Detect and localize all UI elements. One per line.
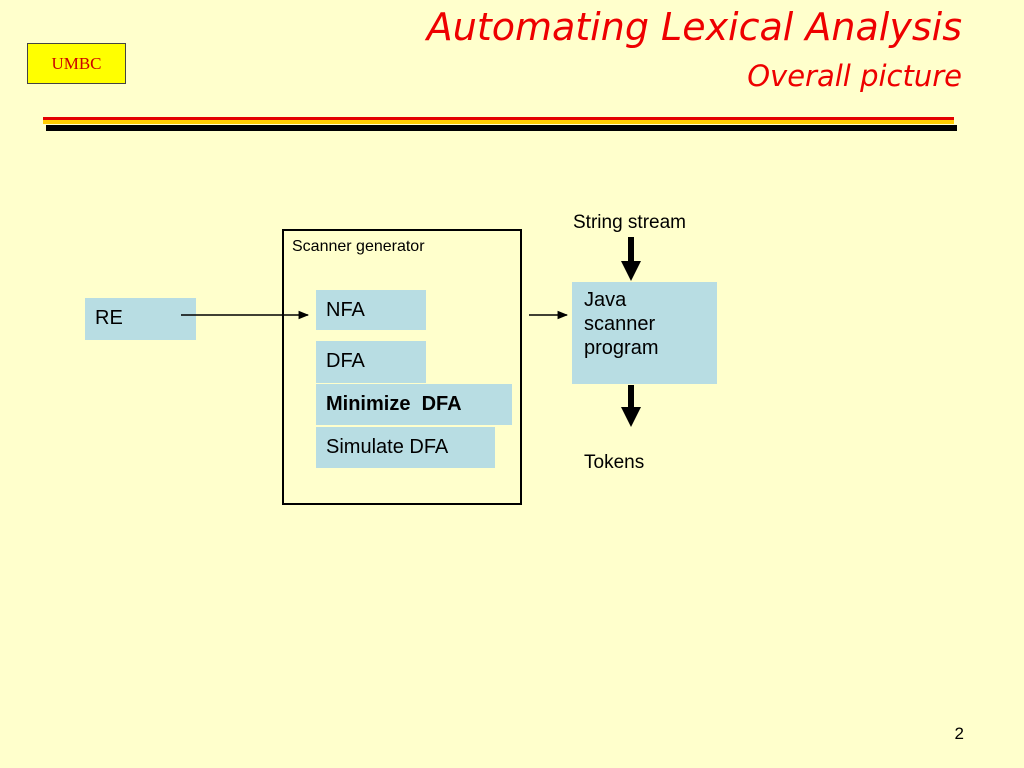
nfa-box: NFA	[316, 290, 426, 330]
minimize-dfa-box: Minimize DFA	[316, 384, 512, 425]
slide-subtitle: Overall picture	[747, 59, 962, 93]
title-rule-black	[46, 125, 957, 131]
scanner-generator-label: Scanner generator	[292, 238, 425, 255]
java-scanner-program-box: Java scanner program	[572, 282, 717, 384]
title-rule-yellow	[43, 120, 954, 124]
stream-down-arrow	[621, 237, 641, 281]
tokens-down-arrow	[621, 385, 641, 427]
tokens-label: Tokens	[584, 452, 645, 473]
dfa-box: DFA	[316, 341, 426, 383]
program-line-3: program	[584, 337, 659, 359]
umbc-logo: UMBC	[27, 43, 126, 84]
scanner-generator-box	[282, 229, 522, 505]
program-line-2: scanner	[584, 313, 656, 335]
slide-title: Automating Lexical Analysis	[426, 5, 962, 49]
simulate-dfa-box: Simulate DFA	[316, 427, 495, 468]
page-number: 2	[954, 724, 964, 743]
program-line-1: Java	[584, 289, 627, 311]
string-stream-label: String stream	[573, 212, 686, 233]
re-box: RE	[85, 298, 196, 340]
title-rule-red	[43, 117, 954, 120]
